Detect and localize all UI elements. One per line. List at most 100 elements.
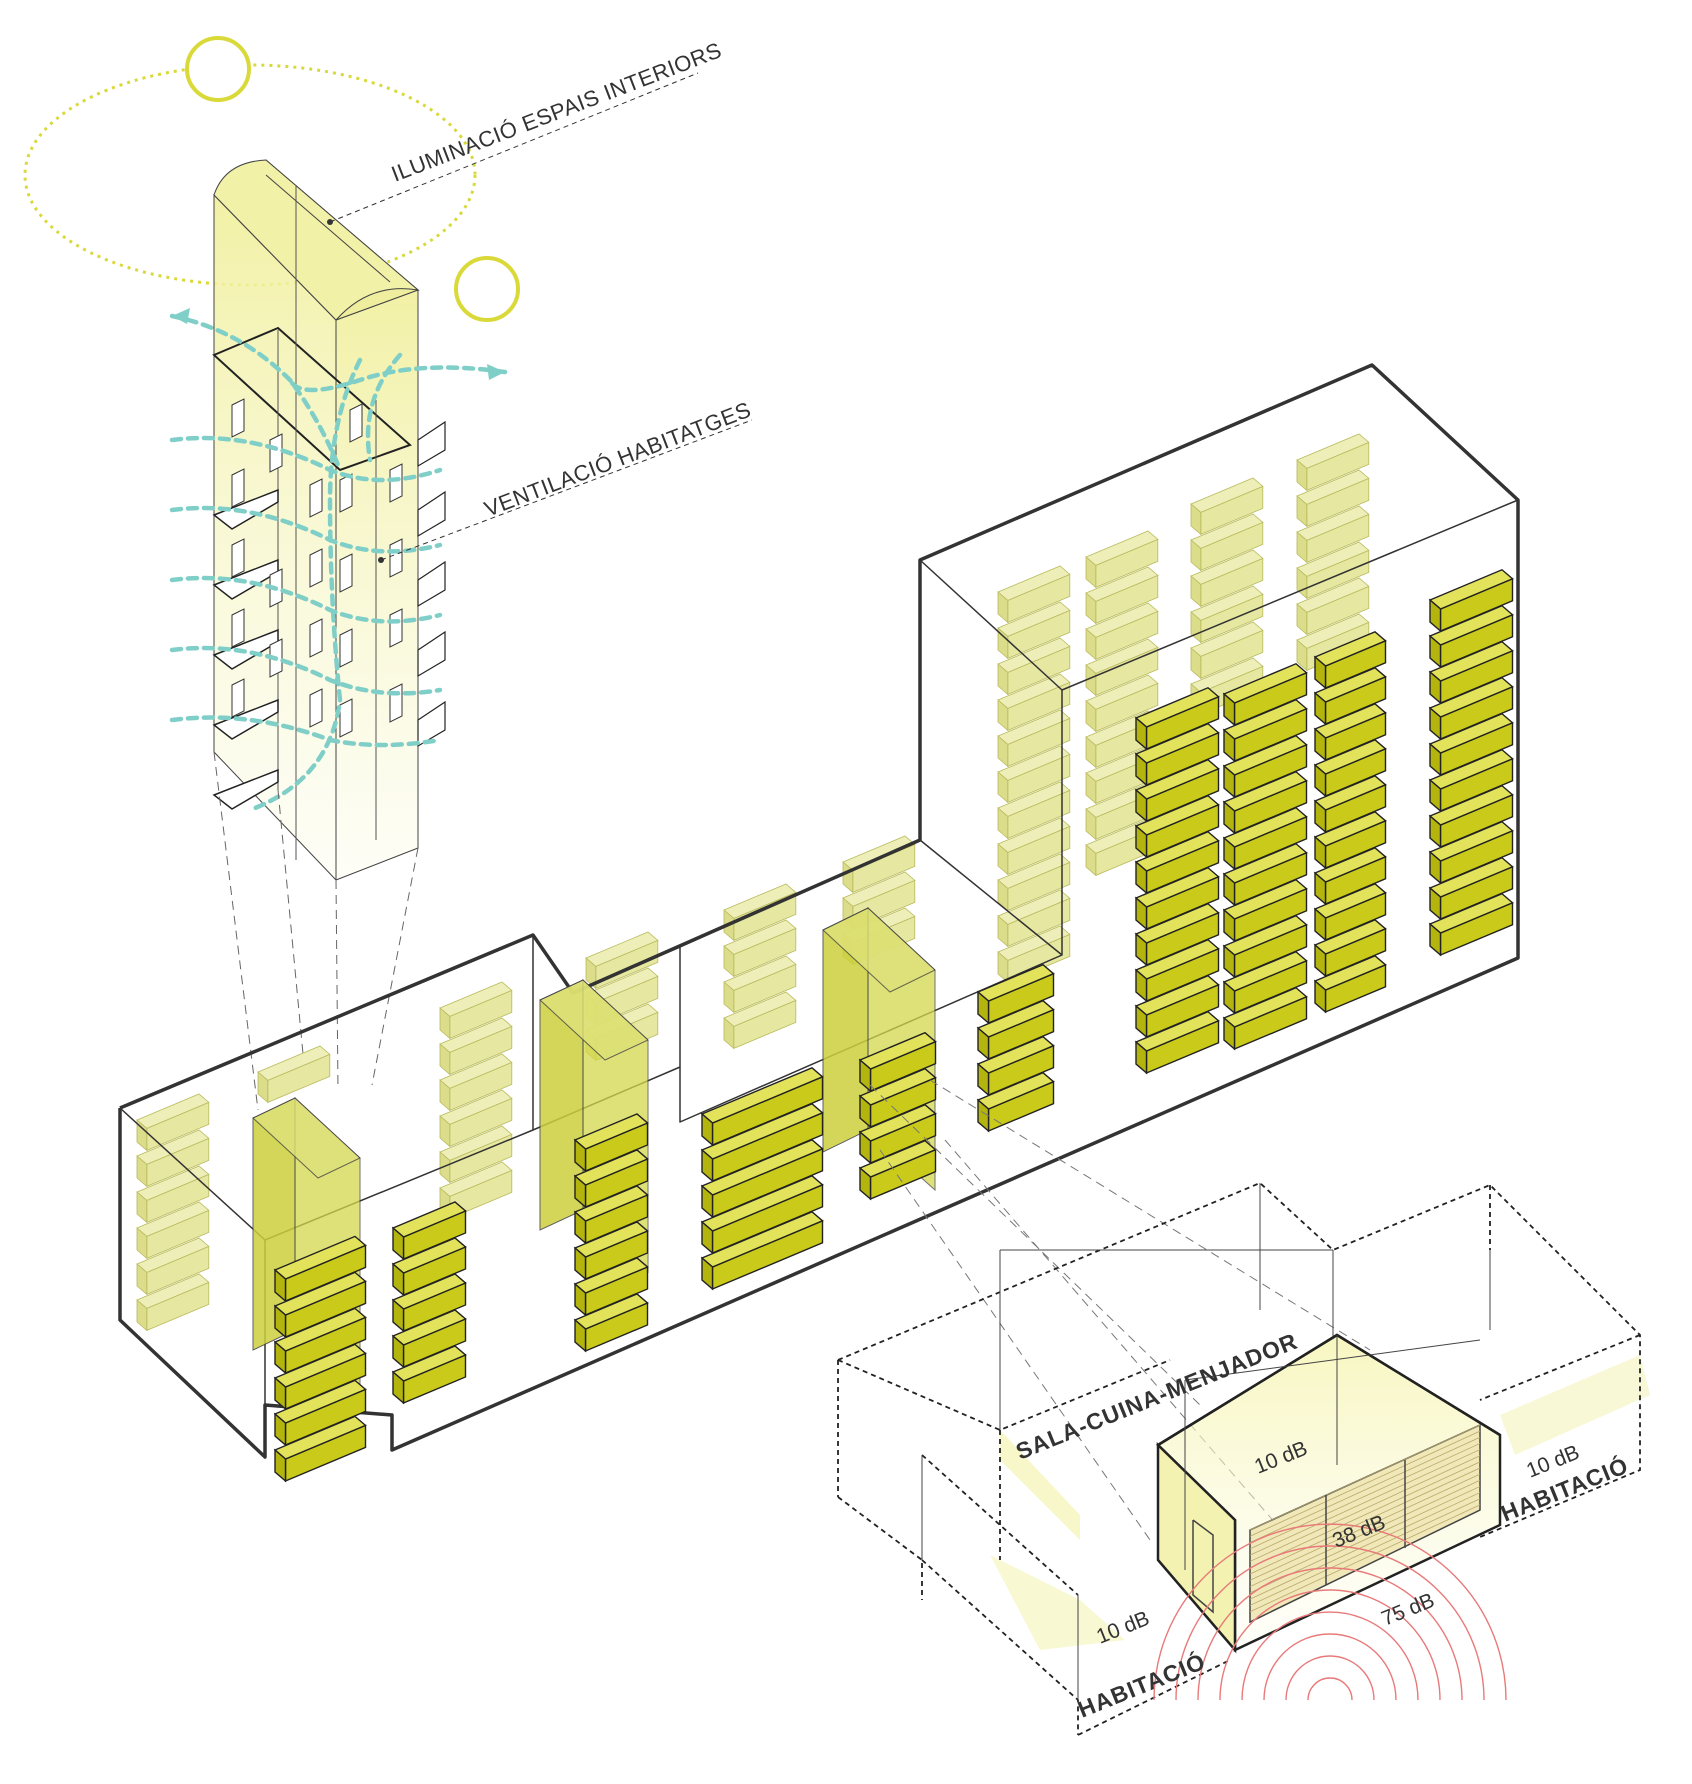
light-dwelling-box-side: [1085, 808, 1097, 841]
sound-level-bedroom-left: 10 dB: [1093, 1607, 1153, 1649]
light-dwelling-box-side: [136, 1227, 148, 1260]
olive-dwelling-box: [1134, 830, 1220, 895]
air-arrow-icon: [172, 308, 190, 324]
olive-dwelling-box: [1313, 882, 1387, 942]
olive-dwelling-box: [391, 1345, 467, 1405]
olive-dwelling-box: [1428, 892, 1514, 957]
detail-projection-lines: [869, 1079, 1371, 1576]
light-dwelling-box-side: [1190, 575, 1202, 608]
olive-dwelling-box: [976, 1035, 1055, 1097]
shaft-skylight: [213, 159, 420, 321]
blind-slat: [1249, 1424, 1481, 1531]
olive-dwelling-box: [1313, 630, 1387, 690]
olive-dwelling-box: [1222, 878, 1308, 943]
olive-dwelling-box: [1222, 950, 1308, 1015]
olive-dwelling-box: [1428, 712, 1514, 777]
light-dwelling-box-side: [997, 771, 1009, 804]
door: [1192, 1519, 1214, 1614]
olive-dwelling-box: [1134, 866, 1220, 931]
ventilation-flow: [365, 352, 403, 463]
light-dwelling-box: [1085, 566, 1159, 625]
olive-dwelling-box: [573, 1185, 649, 1245]
noise-arc: [1307, 1677, 1353, 1701]
light-dwelling-box: [1190, 477, 1264, 536]
olive-dwelling-box: [1222, 914, 1308, 979]
olive-dwelling-box: [1313, 918, 1387, 978]
light-dwelling-box: [997, 817, 1071, 876]
olive-dwelling-box: [1134, 902, 1220, 967]
light-dwelling-box-side: [439, 1043, 451, 1076]
noise-arc: [1263, 1633, 1397, 1701]
light-dwelling-box-side: [1296, 495, 1308, 528]
ventilation-flow: [169, 575, 443, 624]
window-opening: [339, 698, 353, 738]
light-dwelling-box-side: [723, 1017, 735, 1050]
olive-dwelling-box: [1222, 842, 1308, 907]
olive-dwelling-box: [273, 1271, 367, 1339]
light-dwelling-box-side: [439, 1079, 451, 1112]
light-dwelling-box: [1190, 585, 1264, 644]
light-dwelling-box-side: [585, 957, 597, 990]
light-dwelling-box: [136, 1237, 210, 1296]
light-dwelling-box: [997, 565, 1071, 624]
noise-arc: [1197, 1567, 1463, 1701]
olive-dwelling-box: [1134, 722, 1220, 787]
noise-waves: [1153, 1523, 1507, 1701]
lighting-leader-dot: [327, 219, 333, 225]
floor-slab: [417, 490, 446, 538]
window-opening: [309, 478, 323, 518]
window-opening: [349, 403, 363, 443]
olive-dwelling-box-side: [1314, 979, 1327, 1014]
light-dwelling-box-side: [439, 1151, 451, 1184]
lighting-leader: [329, 72, 699, 223]
blind-slat: [1249, 1498, 1481, 1606]
light-dwelling-box-side: [136, 1155, 148, 1188]
projection-lines: [213, 751, 419, 1111]
noise-arc: [1219, 1589, 1441, 1701]
light-dwelling-box-side: [997, 735, 1009, 768]
olive-dwelling-box: [1313, 666, 1387, 726]
light-dwelling-box: [1296, 469, 1370, 528]
light-dwelling-box: [439, 981, 513, 1040]
light-dwelling-box-side: [1085, 592, 1097, 625]
light-dwelling-box: [1190, 513, 1264, 572]
light-dwelling-box: [1190, 621, 1264, 680]
sound-level-exterior: 75 dB: [1378, 1589, 1438, 1631]
olive-dwelling-box-side: [392, 1370, 405, 1405]
skylight-ridge: [265, 174, 391, 283]
room-glow: [1000, 1430, 1080, 1540]
olive-dwelling-box: [573, 1221, 649, 1281]
olive-dwelling-box: [1428, 604, 1514, 669]
light-dwelling-box-side: [723, 945, 735, 978]
living-room-side: [1156, 1442, 1237, 1654]
light-dwelling-box: [1296, 505, 1370, 564]
light-dwelling-box: [997, 745, 1071, 804]
light-dwelling-box: [1085, 530, 1159, 589]
sun-icon: [454, 256, 520, 322]
olive-dwelling-box: [1222, 986, 1308, 1051]
olive-dwelling-box: [1313, 774, 1387, 834]
blind-slat: [1249, 1455, 1481, 1562]
light-dwelling-box-side: [1296, 639, 1308, 672]
window-opening: [269, 433, 283, 473]
blind-slat: [1249, 1430, 1481, 1537]
light-dwelling-box-side: [1085, 844, 1097, 877]
olive-dwelling-box: [391, 1273, 467, 1333]
window-opening: [231, 468, 245, 508]
olive-dwelling-box: [573, 1257, 649, 1317]
window-opening: [309, 688, 323, 728]
light-dwelling-box-side: [1085, 700, 1097, 733]
olive-dwelling-box: [1428, 640, 1514, 705]
room-label-bedroom-left: HABITACIÓ: [1074, 1647, 1209, 1723]
ventilation-label: VENTILACIÓ HABITATGES: [481, 397, 755, 522]
olive-dwelling-box: [391, 1309, 467, 1369]
olive-dwelling-box: [1428, 748, 1514, 813]
window-blinds: [1249, 1424, 1481, 1613]
window-openings: [231, 398, 403, 738]
light-dwelling-box-side: [1085, 556, 1097, 589]
olive-dwelling-box-side: [1135, 1040, 1148, 1075]
window-opening: [389, 538, 403, 578]
window-opening: [339, 553, 353, 593]
blind-slat: [1249, 1467, 1481, 1575]
olive-dwelling-box: [1428, 676, 1514, 741]
